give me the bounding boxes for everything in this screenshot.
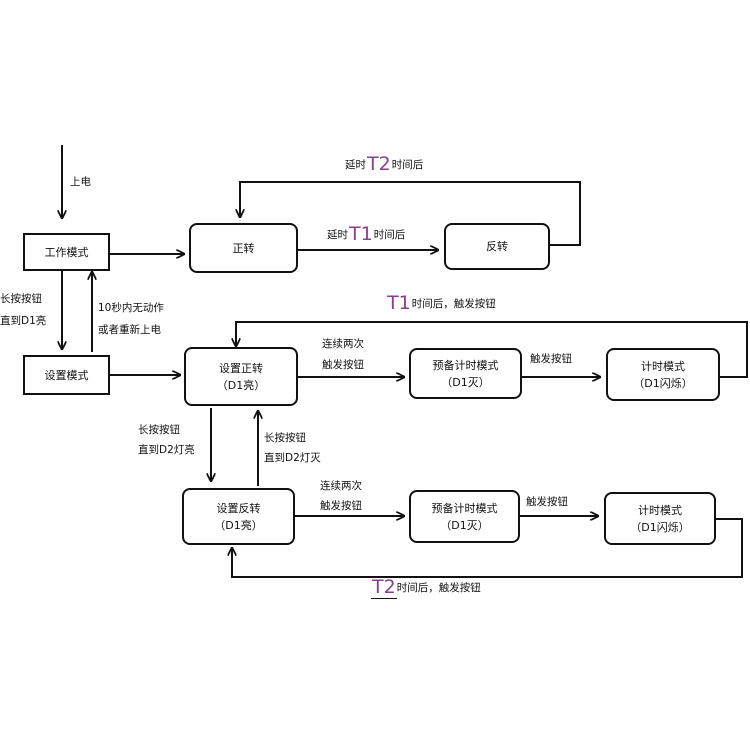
label-long-press-d2-on: 长按按钮 直到D2灯亮: [138, 424, 195, 456]
node-label: 正转: [232, 241, 255, 255]
node-label: 设置模式: [44, 368, 89, 382]
node-sublabel: （D1灭）: [441, 375, 490, 389]
label-delay-t2: 延时T2时间后: [345, 153, 424, 175]
node-sublabel: （D1闪烁）: [630, 520, 690, 534]
node-label: 设置正转: [219, 361, 263, 375]
node-sublabel: （D1亮）: [214, 518, 263, 532]
node-set-forward: 设置正转 （D1亮）: [184, 347, 298, 406]
node-set-reverse: 设置反转 （D1亮）: [182, 488, 295, 545]
node-reverse: 反转: [444, 223, 550, 270]
arrow-timer-1-to-set-forward: [236, 321, 748, 378]
node-label: 反转: [486, 240, 508, 253]
node-sublabel: （D1灭）: [440, 518, 489, 532]
node-work-mode: 工作模式: [23, 233, 110, 271]
node-pre-timer-2: 预备计时模式 （D1灭）: [409, 490, 520, 543]
label-t1-trigger: T1时间后，触发按钮: [387, 292, 496, 314]
node-label: 计时模式: [638, 503, 682, 517]
label-trigger-2: 触发按钮: [526, 496, 568, 508]
label-trigger-1: 触发按钮: [530, 353, 572, 365]
node-label: 预备计时模式: [431, 501, 498, 515]
arrow-timer-2-to-set-reverse: [232, 518, 743, 578]
label-double-trigger-1: 连续两次 触发按钮: [322, 338, 364, 371]
node-setup-mode: 设置模式: [23, 355, 110, 395]
node-forward: 正转: [189, 223, 298, 273]
label-delay-t1: 延时T1时间后: [327, 223, 406, 245]
node-timer-2: 计时模式 （D1闪烁）: [604, 492, 716, 545]
label-long-press-d2-off: 长按按钮 直到D2灯灭: [264, 432, 321, 464]
node-label: 计时模式: [641, 359, 685, 373]
label-power-on: 上电: [70, 176, 91, 188]
node-label: 工作模式: [44, 245, 89, 259]
label-t2-trigger: T2时间后，触发按钮: [371, 576, 481, 599]
node-sublabel: （D1亮）: [216, 378, 266, 392]
node-pre-timer-1: 预备计时模式 （D1灭）: [409, 348, 522, 399]
label-double-trigger-2: 连续两次 触发按钮: [320, 480, 362, 512]
arrow-reverse-to-forward: [240, 181, 581, 246]
node-timer-1: 计时模式 （D1闪烁）: [606, 348, 720, 401]
node-label: 设置反转: [216, 501, 261, 515]
label-timeout-return: 10秒内无动作 或者重新上电: [98, 302, 164, 336]
label-long-press-d1: 长按按钮 直到D1亮: [0, 293, 47, 327]
node-sublabel: （D1闪烁）: [633, 376, 693, 390]
node-label: 预备计时模式: [432, 358, 499, 372]
